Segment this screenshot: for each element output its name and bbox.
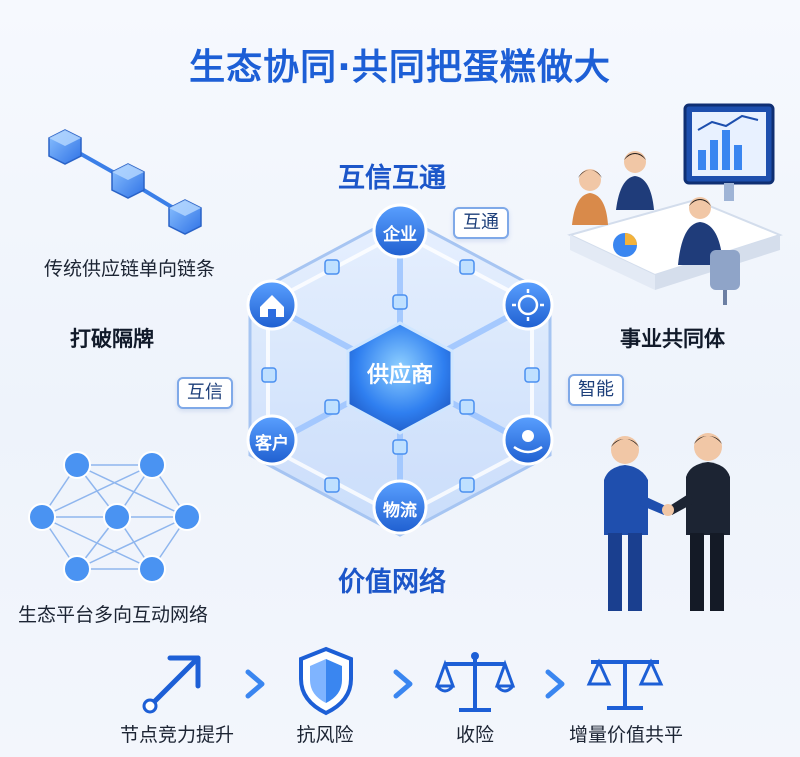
scale-icon [435, 652, 515, 712]
step-label: 收险 [455, 724, 494, 746]
link-connector [459, 259, 475, 275]
mesh-network-graphic [28, 451, 201, 583]
node-ai [502, 414, 554, 466]
shield-icon [299, 646, 353, 716]
node-smart [502, 279, 554, 331]
customer-label: 客户 [255, 434, 289, 454]
community-label: 事业共同体 [620, 327, 725, 351]
link-connector [324, 399, 340, 415]
chain-cube [168, 199, 202, 235]
mesh-node [63, 555, 91, 583]
page-title: 生态协同·共同把蛋糕做大 [189, 47, 611, 88]
node-home [246, 279, 298, 331]
mesh-node [138, 451, 166, 479]
chevron-right-icon [545, 669, 565, 699]
mesh-node [63, 451, 91, 479]
chain-cube [48, 129, 82, 165]
tag-intelligent: 智能 [568, 374, 624, 406]
node-customer [246, 414, 298, 466]
break-barrier-label: 打破隔牌 [70, 327, 154, 351]
home-icon [260, 295, 284, 317]
logistics-label: 物流 [383, 501, 417, 521]
network-top-label: 互信互通 [338, 163, 446, 194]
chevron-right-icon [393, 669, 413, 699]
chain-cube [111, 163, 145, 199]
arrow-up-right-icon [142, 655, 201, 714]
node-logistics [372, 479, 428, 535]
hex-network-graphic [246, 203, 554, 537]
mesh-node [103, 503, 131, 531]
supplier-label: 供应商 [366, 363, 433, 388]
network-label: 生态平台多向互动网络 [18, 604, 209, 626]
link-connector [459, 477, 475, 493]
link-connector [324, 477, 340, 493]
mesh-node [138, 555, 166, 583]
link-connector [459, 399, 475, 415]
link-connector [324, 259, 340, 275]
chevron-right-icon [245, 669, 265, 699]
node-enterprise [372, 203, 428, 259]
step-label: 抗风险 [296, 724, 354, 746]
network-bottom-label: 价值网络 [338, 567, 446, 598]
step-label: 节点竞力提升 [119, 724, 234, 746]
link-connector [392, 439, 408, 455]
link-connector [392, 294, 408, 310]
handshake-icon [662, 504, 674, 516]
meeting-illustration [567, 103, 783, 305]
handshake-illustration [604, 433, 730, 611]
link-connector [261, 367, 277, 383]
chain-label: 传统供应链单向链条 [44, 258, 216, 280]
enterprise-label: 企业 [383, 225, 417, 245]
tag-interconnect: 互通 [453, 207, 509, 239]
linear-chain-graphic [48, 129, 202, 235]
sun-icon [517, 294, 539, 316]
tag-trust: 互信 [177, 377, 233, 409]
link-connector [524, 367, 540, 383]
center-node [346, 321, 454, 435]
step-label: 增量价值共平 [568, 724, 683, 746]
ai-icon [522, 430, 534, 442]
mesh-node [173, 503, 201, 531]
mesh-node [28, 503, 56, 531]
balance-icon [586, 658, 664, 710]
